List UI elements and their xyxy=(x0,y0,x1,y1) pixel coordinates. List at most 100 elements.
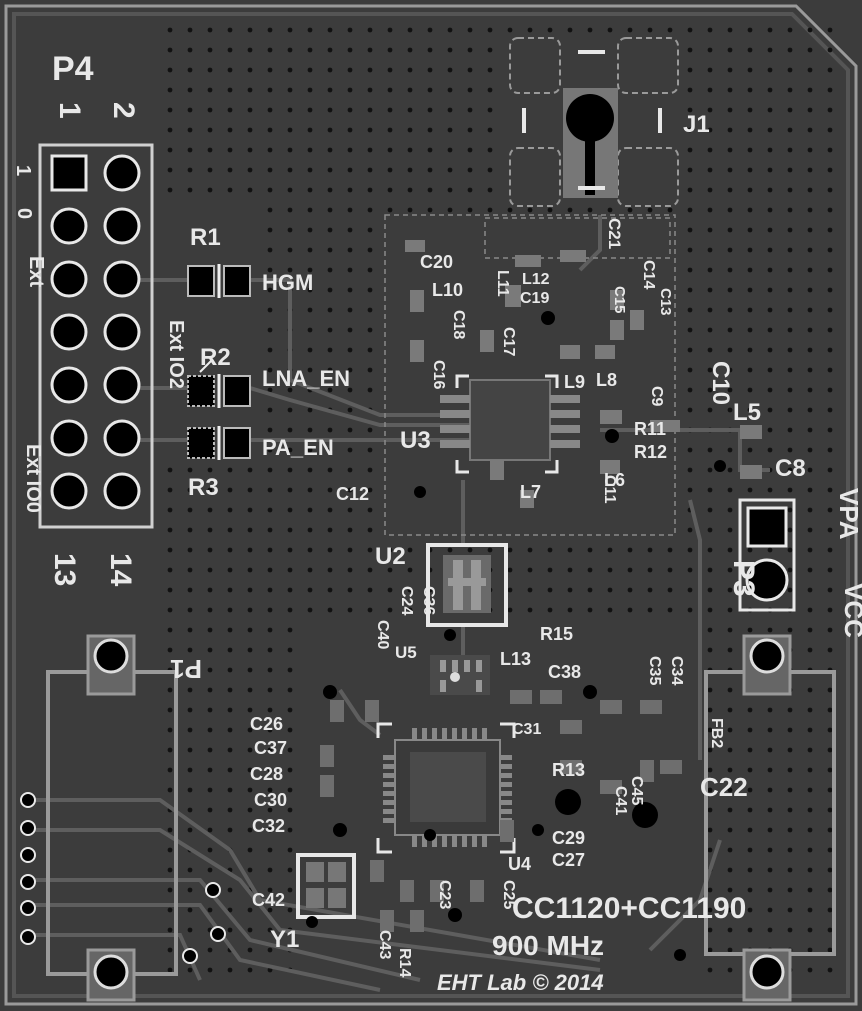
u4-pin xyxy=(500,773,512,778)
stitch-via xyxy=(367,247,373,253)
stitch-via xyxy=(207,467,213,473)
u4-pin xyxy=(452,728,457,740)
stitch-via xyxy=(767,287,773,293)
stitch-via xyxy=(227,47,233,53)
stitch-via xyxy=(427,187,433,193)
c14-label: C14 xyxy=(640,260,657,289)
stitch-via xyxy=(387,207,393,213)
stitch-via xyxy=(227,467,233,473)
stitch-via xyxy=(487,547,493,553)
stitch-via xyxy=(187,187,193,193)
stitch-via xyxy=(367,567,373,573)
stitch-via xyxy=(447,87,453,93)
stitch-via xyxy=(807,727,813,733)
stitch-via xyxy=(247,167,253,173)
stitch-via xyxy=(807,307,813,313)
stitch-via xyxy=(267,367,273,373)
u4-pin xyxy=(452,835,457,847)
stitch-via xyxy=(807,507,813,513)
c34-label: C34 xyxy=(668,656,685,685)
stitch-via xyxy=(727,787,733,793)
stitch-via xyxy=(227,767,233,773)
stitch-via xyxy=(167,507,173,513)
stitch-via xyxy=(287,227,293,233)
stitch-via xyxy=(287,147,293,153)
stitch-via xyxy=(807,607,813,613)
stitch-via xyxy=(827,407,833,413)
stitch-via xyxy=(267,927,273,933)
stitch-via xyxy=(707,727,713,733)
stitch-via xyxy=(207,187,213,193)
stitch-via xyxy=(327,147,333,153)
p3-ref: P3 xyxy=(727,560,760,597)
u4-pin xyxy=(442,728,447,740)
stitch-via xyxy=(227,807,233,813)
stitch-via xyxy=(627,207,633,213)
stitch-via xyxy=(567,547,573,553)
stitch-via xyxy=(387,567,393,573)
stitch-via xyxy=(827,847,833,853)
resistor-pads xyxy=(187,264,251,460)
stitch-via xyxy=(187,687,193,693)
stitch-via xyxy=(467,187,473,193)
stitch-via xyxy=(727,267,733,273)
stitch-via xyxy=(707,887,713,893)
stitch-via xyxy=(287,127,293,133)
stitch-via xyxy=(307,607,313,613)
stitch-via xyxy=(267,607,273,613)
stitch-via xyxy=(487,207,493,213)
stitch-via xyxy=(427,27,433,33)
stitch-via xyxy=(667,207,673,213)
stitch-via xyxy=(787,367,793,373)
stitch-via xyxy=(207,687,213,693)
stitch-via xyxy=(827,907,833,913)
stitch-via xyxy=(487,67,493,73)
stitch-via xyxy=(167,747,173,753)
stitch-via xyxy=(407,207,413,213)
stitch-via xyxy=(727,227,733,233)
stitch-via xyxy=(247,27,253,33)
stitch-via xyxy=(687,147,693,153)
l5-label: L5 xyxy=(733,399,761,426)
stitch-via xyxy=(407,27,413,33)
stitch-via xyxy=(807,687,813,693)
stitch-via xyxy=(747,87,753,93)
stitch-via xyxy=(827,507,833,513)
stitch-via xyxy=(767,167,773,173)
stitch-via xyxy=(807,767,813,773)
stitch-via xyxy=(707,647,713,653)
p1-pin xyxy=(20,900,36,916)
stitch-via xyxy=(467,67,473,73)
stitch-via xyxy=(307,567,313,573)
stitch-via xyxy=(687,227,693,233)
stitch-via xyxy=(827,147,833,153)
p1-connector xyxy=(20,634,226,1002)
p3-header xyxy=(738,498,796,612)
y1-label: Y1 xyxy=(270,926,299,953)
stitch-via xyxy=(767,727,773,733)
stitch-via xyxy=(227,27,233,33)
stitch-via xyxy=(827,867,833,873)
u2-label: U2 xyxy=(375,543,406,570)
stitch-via xyxy=(267,547,273,553)
stitch-via xyxy=(707,527,713,533)
stitch-via xyxy=(307,327,313,333)
stitch-via xyxy=(827,607,833,613)
stitch-via xyxy=(367,87,373,93)
stitch-via xyxy=(227,907,233,913)
stitch-via xyxy=(707,307,713,313)
stitch-via xyxy=(347,187,353,193)
stitch-via xyxy=(807,827,813,833)
p1-ref: P1 xyxy=(170,654,202,684)
stitch-via xyxy=(227,87,233,93)
stitch-via xyxy=(247,467,253,473)
stitch-via xyxy=(607,27,613,33)
stitch-via xyxy=(707,67,713,73)
stitch-via xyxy=(747,827,753,833)
stitch-via xyxy=(287,727,293,733)
stitch-via xyxy=(307,47,313,53)
stitch-via xyxy=(207,667,213,673)
stitch-via xyxy=(287,267,293,273)
u5-chip xyxy=(430,655,490,695)
